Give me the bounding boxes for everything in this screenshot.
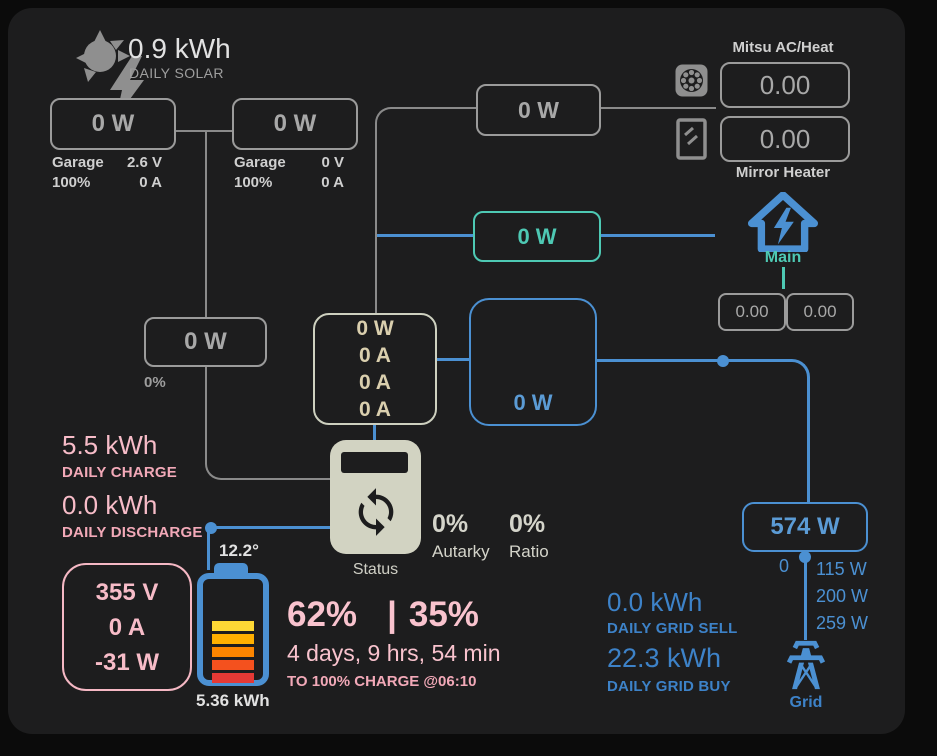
grid-meter-line <box>804 552 807 640</box>
inverter-icon[interactable] <box>330 440 421 554</box>
sync-icon <box>358 488 394 536</box>
battery-capacity: 5.36 kWh <box>196 691 270 710</box>
autarky-value: 0% <box>432 510 469 538</box>
ratio-stat: 0% Ratio <box>509 510 549 562</box>
top-load-left-line <box>375 107 478 317</box>
battery-bar-3 <box>212 647 254 657</box>
battery-soc-row: 62% | 35% <box>287 595 479 635</box>
grid-power-box[interactable]: 574 W <box>742 502 868 552</box>
pv-string-connector-line <box>176 130 242 132</box>
left-branch-percent: 0% <box>144 374 166 391</box>
grid-phase-list: 115 W 200 W 259 W <box>816 559 869 633</box>
dc-to-inverter-line <box>373 424 376 442</box>
ac-to-grid-line <box>597 359 810 505</box>
mitsu-value-box[interactable]: 0.00 <box>720 62 850 108</box>
grid-phase-zero: 0 <box>779 556 790 576</box>
battery-bar-5 <box>212 673 254 683</box>
main-value-right-box[interactable]: 0.00 <box>786 293 854 331</box>
mirror-label: Mirror Heater <box>735 164 831 181</box>
main-drop-line <box>782 267 785 289</box>
battery-dc-box[interactable]: 355 V 0 A -31 W <box>62 563 192 691</box>
dc-to-ac-line <box>437 358 469 361</box>
battery-temperature: 12.2° <box>219 541 259 560</box>
daily-solar-value: 0.9 kWh <box>128 33 231 64</box>
pv-string-1-power-box[interactable]: 0 W <box>50 98 176 150</box>
soc-separator: | <box>387 595 397 634</box>
ac-line-node-dot <box>717 355 729 367</box>
daily-discharge-value: 0.0 kWh <box>62 490 158 520</box>
battery-to-inverter-line <box>211 526 330 529</box>
battery-soc: 62% <box>287 595 358 634</box>
daily-solar-label: DAILY SOLAR <box>129 65 224 81</box>
battery-charge-eta: TO 100% CHARGE @06:10 <box>287 673 477 690</box>
main-label: Main <box>764 249 802 266</box>
battery-riser-line <box>207 530 210 570</box>
ratio-value: 0% <box>509 510 546 538</box>
ratio-label: Ratio <box>509 542 549 561</box>
ac-output-power-box[interactable]: 0 W <box>469 298 597 426</box>
battery-bar-1 <box>212 621 254 631</box>
battery-bar-4 <box>212 660 254 670</box>
daily-charge-label: DAILY CHARGE <box>62 464 177 481</box>
inverter-screen <box>341 452 408 473</box>
fan-icon[interactable] <box>674 62 709 99</box>
mitsu-label: Mitsu AC/Heat <box>732 39 834 56</box>
battery-icon[interactable] <box>197 573 269 686</box>
autarky-stat: 0% Autarky <box>432 510 490 562</box>
pv-to-inverter-line <box>205 132 333 480</box>
mirror-icon[interactable] <box>676 118 707 160</box>
home-lightning-icon[interactable] <box>746 192 820 252</box>
backup-load-power-box[interactable]: 0 W <box>473 211 601 262</box>
pv-string-2-power-box[interactable]: 0 W <box>232 98 358 150</box>
inverter-status-label: Status <box>352 561 399 578</box>
transmission-tower-icon[interactable] <box>777 636 835 694</box>
daily-grid-buy-value: 22.3 kWh <box>607 643 722 673</box>
main-value-left-box[interactable]: 0.00 <box>718 293 786 331</box>
backup-right-line <box>601 234 715 237</box>
daily-charge-value: 5.5 kWh <box>62 430 158 460</box>
daily-grid-buy-label: DAILY GRID BUY <box>607 678 731 695</box>
daily-grid-sell-label: DAILY GRID SELL <box>607 620 738 637</box>
left-branch-power-box[interactable]: 0 W <box>144 317 267 367</box>
mirror-value-box[interactable]: 0.00 <box>720 116 850 162</box>
solar-sun-icon <box>76 30 130 82</box>
grid-label: Grid <box>789 694 823 711</box>
lightning-bolt-icon <box>110 56 144 118</box>
battery-time-remaining: 4 days, 9 hrs, 54 min <box>287 640 501 666</box>
battery-soc-alt: 35% <box>408 595 479 634</box>
autarky-label: Autarky <box>432 542 490 561</box>
top-load-power-box[interactable]: 0 W <box>476 84 601 136</box>
daily-grid-sell-value: 0.0 kWh <box>607 587 703 617</box>
backup-left-line <box>377 234 473 237</box>
top-load-right-line <box>601 107 716 109</box>
daily-discharge-label: DAILY DISCHARGE <box>62 524 203 541</box>
inverter-dc-box[interactable]: 0 W 0 A 0 A 0 A <box>313 313 437 425</box>
battery-bar-2 <box>212 634 254 644</box>
